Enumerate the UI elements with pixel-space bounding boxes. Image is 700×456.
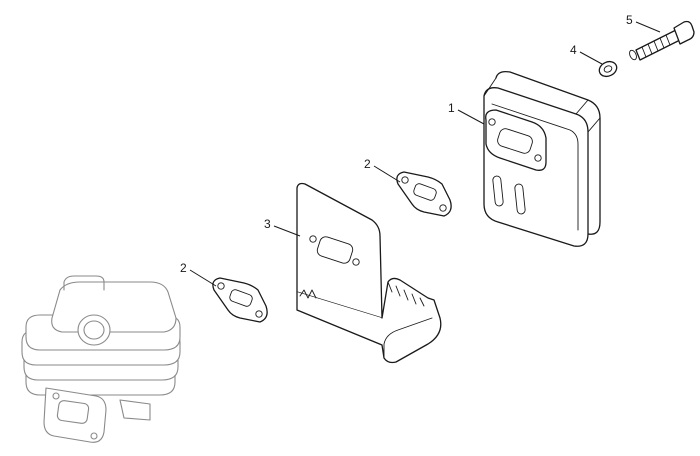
leader-line-3 [273,225,301,237]
leader-line-1 [457,109,485,125]
exhaust-gasket-lower [212,277,268,323]
leader-line-2-upper [373,165,401,183]
exhaust-gasket-upper [396,171,452,217]
callout-washer: 4 [570,43,577,57]
bolt [629,20,695,61]
callout-muffler: 1 [448,101,455,115]
leader-line-4 [579,51,603,65]
leader-line-5 [635,21,661,33]
callout-heat-shield: 3 [264,217,271,231]
callout-gasket-upper: 2 [364,157,371,171]
callout-bolt: 5 [626,13,633,27]
callout-gasket-lower: 2 [180,261,187,275]
engine-cylinder [21,275,181,443]
heat-shield [296,182,442,364]
washer [598,60,618,78]
leader-line-2-lower [189,269,217,287]
muffler [483,70,601,247]
